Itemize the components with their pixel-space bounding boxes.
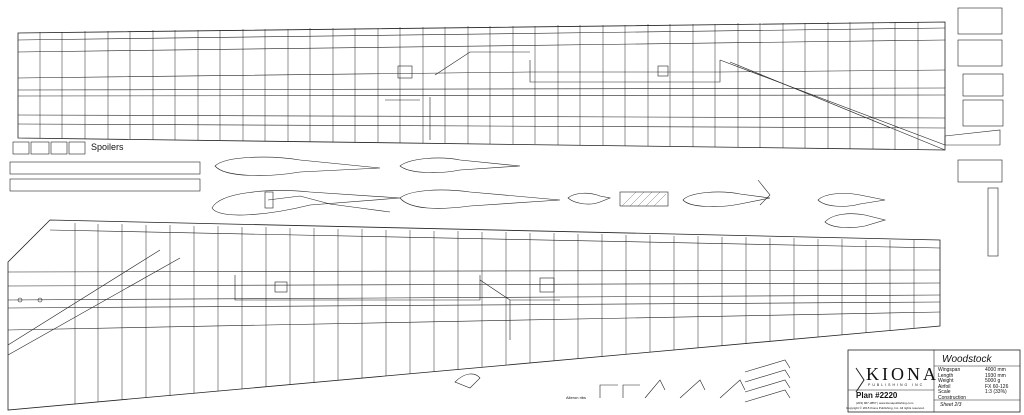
spec-label: Construction bbox=[938, 394, 967, 401]
spoilers-label: Spoilers bbox=[91, 142, 124, 152]
spec-label: Weight bbox=[938, 378, 954, 384]
plan-number: Plan #2220 bbox=[856, 391, 898, 400]
spec-value: FX 60-126 bbox=[985, 383, 1009, 390]
spec-label: Wingspan bbox=[938, 367, 961, 373]
title-block bbox=[847, 349, 1021, 413]
copyright-line: Copyright © 2015 Kiona Publishing, Inc. … bbox=[846, 406, 925, 410]
bottom-wing-panel bbox=[7, 219, 941, 411]
sheet-number: Sheet 2/3 bbox=[940, 402, 962, 408]
contact-line: (203) 967-3857 | www.kionapublishing.com bbox=[856, 401, 914, 405]
rib-templates bbox=[211, 156, 887, 228]
spec-label: Scale bbox=[938, 389, 951, 395]
spec-label: Airfoil bbox=[938, 383, 951, 390]
spec-value: 4000 mm bbox=[985, 367, 1006, 373]
top-wing-panel bbox=[17, 21, 946, 151]
spoiler-parts bbox=[9, 141, 201, 192]
kiona-logo: KIONA bbox=[866, 364, 939, 384]
kiona-logo-subtitle: PUBLISHING INC bbox=[868, 383, 925, 387]
spec-value: 5000 g bbox=[985, 378, 1001, 384]
hatched-block bbox=[621, 191, 667, 207]
spec-value: 1930 mm bbox=[985, 372, 1006, 379]
bottom-wing-ribs bbox=[74, 223, 915, 404]
aileron-ribs-label: Aileron ribs bbox=[566, 395, 587, 400]
plan-title: Woodstock bbox=[942, 354, 992, 365]
aileron-ribs-parts bbox=[454, 359, 791, 403]
spec-value: 1:3 (33%) bbox=[985, 389, 1007, 395]
top-wing-ribs bbox=[39, 22, 919, 150]
right-parts-column bbox=[944, 7, 1004, 257]
spec-label: Length bbox=[938, 372, 954, 379]
